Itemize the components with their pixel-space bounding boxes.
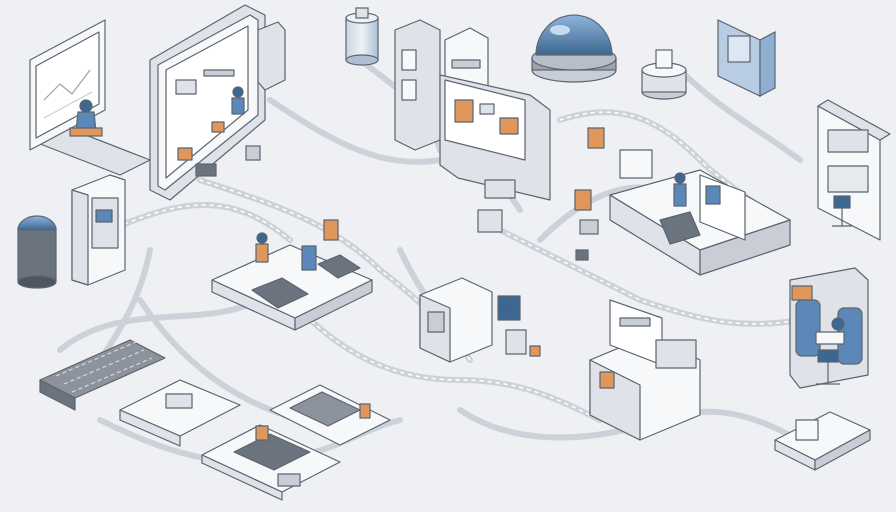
office-chair-icon: [816, 349, 840, 385]
printer-unit-center: [419, 277, 541, 363]
keyboard-icon: [659, 211, 701, 245]
control-panel-icon: [717, 19, 776, 97]
office-station-bottom-center-right: [589, 299, 701, 441]
small-device-center: [195, 145, 599, 261]
desk-platform-center-left: [211, 219, 373, 331]
monitor-station-top-left: [29, 19, 151, 176]
office-chair-icon: [832, 195, 852, 227]
dome-icon: [531, 14, 617, 83]
keyboard-cluster-bottom-left: [39, 339, 241, 447]
printer-icon: [619, 149, 653, 179]
large-display-station: [149, 4, 286, 201]
blue-work-pod: [789, 267, 869, 389]
cabinet-left: [71, 174, 126, 286]
printer-icon: [795, 419, 819, 441]
person-icon: [815, 317, 845, 345]
desk-workstation-right: [574, 127, 791, 276]
control-room-far-right: [817, 99, 891, 241]
person-icon: [255, 232, 269, 263]
keyboard-icon: [317, 254, 361, 279]
person-icon: [673, 172, 687, 207]
server-cluster-center: [394, 19, 551, 201]
small-desk-bottom-right: [774, 411, 871, 471]
keyboard-cluster-bottom-center: [201, 384, 391, 501]
server-rack-icon: [257, 21, 286, 91]
cylinder-tank-icon: [17, 215, 57, 289]
office-chair-icon: [301, 245, 317, 271]
machine-unit-top: [641, 49, 687, 100]
cylinder-tank-icon: [345, 7, 379, 66]
person-icon: [231, 86, 245, 115]
person-icon: [69, 99, 103, 137]
keyboard-icon: [251, 277, 309, 309]
printer-icon: [497, 295, 521, 321]
